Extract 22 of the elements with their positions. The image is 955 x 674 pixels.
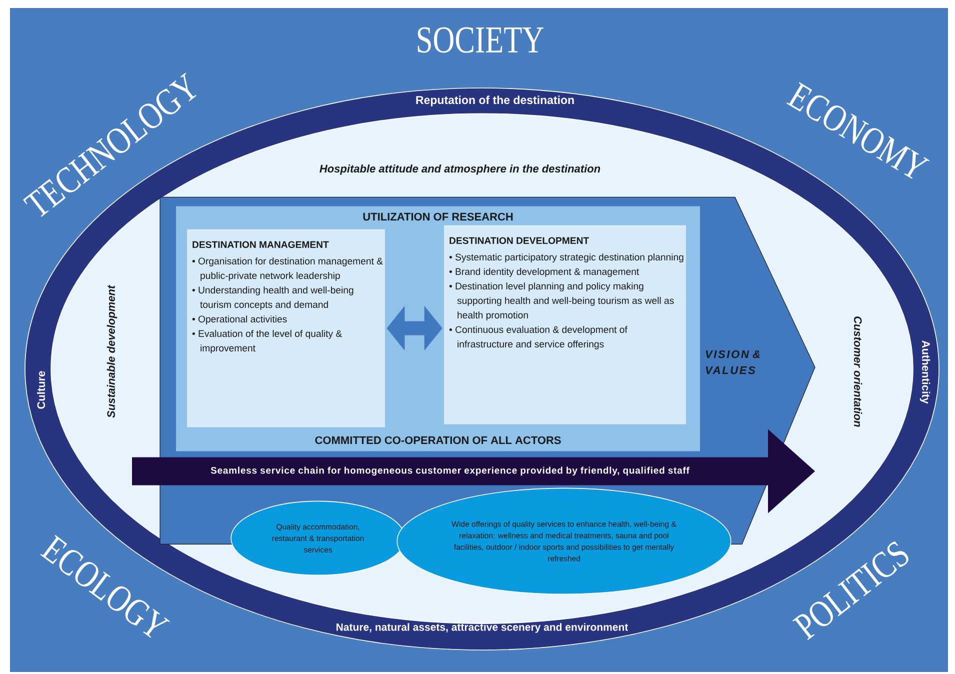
ring-label: Nature, natural assets, attractive scenery and environment bbox=[336, 623, 628, 633]
bullet-item: • Operational activities bbox=[192, 315, 287, 324]
box-heading: DESTINATION DEVELOPMENT bbox=[450, 237, 589, 244]
bullet-item: • Continuous evaluation & development of infrastructure and service offerings bbox=[449, 326, 628, 350]
bullet-item: • Systematic participatory strategic destination planning bbox=[449, 253, 684, 262]
bullet-item: • Destination level planning and policy making supporting health and well-being tourism as well as health promotion bbox=[449, 282, 674, 320]
box-heading: DESTINATION MANAGEMENT bbox=[192, 241, 329, 248]
category-label: SOCIETY bbox=[418, 27, 544, 53]
bullet-item: • Evaluation of the level of quality & improvement bbox=[192, 330, 342, 354]
bullet-item: • Understanding health and well-being tourism concepts and demand bbox=[192, 286, 354, 310]
ring-label: Authenticity bbox=[920, 340, 930, 404]
ring-label: Reputation of the destination bbox=[416, 96, 574, 106]
panel-heading: UTILIZATION OF RESEARCH bbox=[363, 212, 513, 221]
text-box bbox=[444, 225, 686, 424]
ring-label: Culture bbox=[36, 371, 46, 409]
bullet-item: • Organisation for destination management & public-private network leadership bbox=[192, 257, 383, 281]
theme-label: Customer orientation bbox=[854, 316, 862, 427]
theme-label: Sustainable development bbox=[106, 284, 118, 418]
bullet-item: • Brand identity development & management bbox=[449, 268, 640, 277]
panel-heading: COMMITTED CO-OPERATION OF ALL ACTORS bbox=[315, 436, 561, 444]
theme-label: Hospitable attitude and atmosphere in the destination bbox=[320, 164, 600, 175]
text-box bbox=[187, 229, 385, 428]
